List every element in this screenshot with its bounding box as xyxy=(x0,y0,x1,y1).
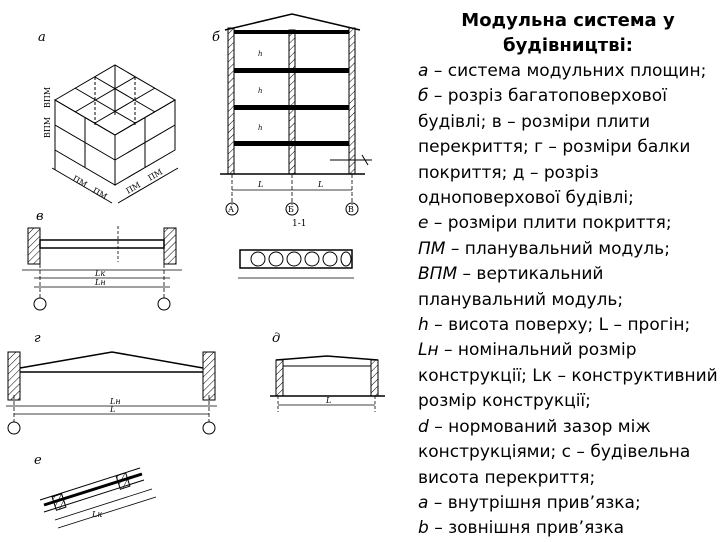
label-e: е xyxy=(34,453,42,468)
legend-list: а – система модульних площин; б – розріз… xyxy=(418,59,718,542)
roof-beam-drawing: г Lн L xyxy=(6,331,217,435)
legend-line: ПМ – планувальний модуль; xyxy=(418,238,670,259)
dim-Ln-v: Lн xyxy=(94,278,106,287)
legend-line: а – система модульних площин; xyxy=(418,61,707,81)
legend-line: h – висота поверху; L – прогін; xyxy=(418,315,691,336)
legend-line: одноповерхової будівлі; xyxy=(418,188,634,209)
modular-grid-drawing: а ВПМ ВПМ ПМ ПМ ПМ ПМ xyxy=(38,30,179,204)
construction-drawings-figure: а ВПМ ВПМ ПМ ПМ ПМ ПМ б xyxy=(6,13,385,529)
legend-line: будівлі; в – розміри плити xyxy=(418,111,651,132)
legend-line: Lн – номінальний розмір xyxy=(418,340,637,361)
svg-text:ПМ: ПМ xyxy=(125,180,143,195)
dim-L1: L xyxy=(257,180,263,189)
roof-slab-drawing: е Lк xyxy=(34,453,157,529)
label-a: а xyxy=(38,30,46,45)
svg-text:ПМ: ПМ xyxy=(71,174,89,189)
single-storey-section-drawing: д L xyxy=(270,331,385,412)
section-label: 1-1 xyxy=(292,219,307,229)
dim-Lk-v: Lк xyxy=(94,269,105,278)
label-g: г xyxy=(34,331,41,346)
dim-L-g: L xyxy=(109,405,115,414)
legend-line: покриття; д – розріз xyxy=(418,162,599,183)
legend-line: е – розміри плити покриття; xyxy=(418,213,672,234)
title-line-2: будівництві: xyxy=(503,35,633,56)
dim-h3: h xyxy=(258,124,263,132)
svg-text:ВПМ: ВПМ xyxy=(43,117,52,138)
legend-line: d – нормований зазор між xyxy=(418,416,651,437)
description-panel: Модульна система у будівництві: а – сист… xyxy=(418,8,718,542)
legend-line: b – зовнішня прив’язка xyxy=(418,518,625,539)
axis-a: А xyxy=(228,205,234,214)
axis-b: Б xyxy=(288,205,294,214)
legend-line: конструкції; Lк – конструктивний xyxy=(418,365,718,386)
floor-slab-drawing: в Lк Lн 1-1 xyxy=(22,209,354,311)
dim-L-d: L xyxy=(325,396,331,405)
page-title: Модульна система у будівництві: xyxy=(418,8,718,58)
legend-line: б – розріз багатоповерхової xyxy=(418,86,667,107)
svg-text:ПМ: ПМ xyxy=(147,167,165,182)
legend-line: перекриття; г – розміри балки xyxy=(418,137,691,158)
multistorey-section-drawing: б L L А Б В h h h xyxy=(212,13,372,216)
legend-line: ВПМ – вертикальний xyxy=(418,264,604,285)
legend-line: конструкціями; c – будівельна xyxy=(418,442,691,463)
label-d: д xyxy=(272,331,280,346)
dim-Lk-e: Lк xyxy=(91,510,102,519)
label-v: в xyxy=(36,209,44,224)
label-b: б xyxy=(212,30,220,45)
legend-line: a – внутрішня прив’язка; xyxy=(418,492,641,513)
svg-text:ВПМ: ВПМ xyxy=(43,87,52,108)
dim-L2: L xyxy=(317,180,323,189)
axis-v: В xyxy=(348,205,354,214)
legend-line: розмір конструкції; xyxy=(418,391,591,412)
legend-line: планувальний модуль; xyxy=(418,289,624,310)
dim-h1: h xyxy=(258,50,263,58)
legend-line: висота перекриття; xyxy=(418,467,596,488)
dim-h2: h xyxy=(258,87,263,95)
title-line-1: Модульна система у xyxy=(461,10,675,31)
dim-Ln-g: Lн xyxy=(109,397,121,406)
